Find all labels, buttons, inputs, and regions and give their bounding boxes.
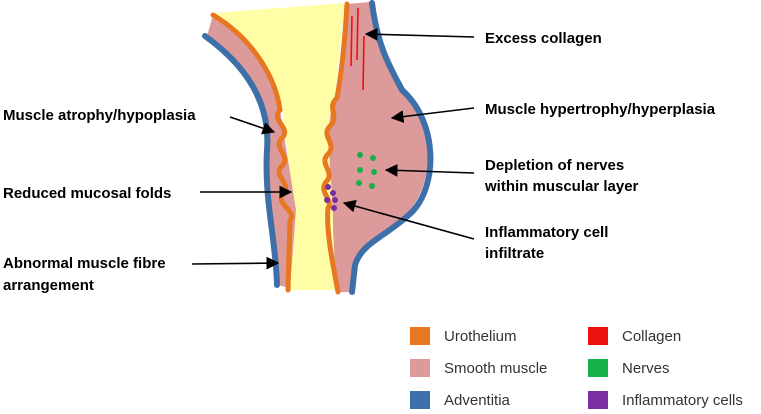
label-inflammatory-line2: infiltrate <box>485 245 544 262</box>
legend-swatch-collagen <box>588 327 608 345</box>
label-depletion-nerves-line1: Depletion of nerves <box>485 157 624 174</box>
legend-label-adventitia: Adventitia <box>444 392 511 409</box>
label-excess-collagen: Excess collagen <box>485 30 602 47</box>
right-wall-adventitia <box>349 0 434 295</box>
collagen-fibres <box>350 7 365 91</box>
legend-label-smooth-muscle: Smooth muscle <box>444 360 547 377</box>
legend-label-urothelium: Urothelium <box>444 328 517 345</box>
lumen-region <box>213 3 345 290</box>
right-wall-smooth-muscle <box>328 2 428 292</box>
label-muscle-hypertrophy: Muscle hypertrophy/hyperplasia <box>485 101 716 118</box>
legend-swatch-nerves <box>588 359 608 377</box>
label-depletion-nerves-line2: within muscular layer <box>484 178 639 195</box>
arrow-depletion-nerves <box>384 163 475 177</box>
label-muscle-atrophy: Muscle atrophy/hypoplasia <box>3 107 196 124</box>
label-abnormal-fibre-line1: Abnormal muscle fibre <box>3 255 166 272</box>
legend-label-nerves: Nerves <box>622 360 670 377</box>
arrow-inflammatory-cells <box>342 199 475 240</box>
legend-label-collagen: Collagen <box>622 328 681 345</box>
label-abnormal-fibre-line2: arrangement <box>3 277 94 294</box>
arrow-muscle-atrophy <box>229 116 276 135</box>
nerve-dots <box>356 152 377 189</box>
legend-swatch-adventitia <box>410 391 430 409</box>
label-reduced-folds: Reduced mucosal folds <box>3 185 171 202</box>
left-wall-adventitia <box>202 33 280 288</box>
arrow-abnormal-fibre <box>191 256 280 270</box>
right-wall-urothelium <box>321 1 350 295</box>
inflammatory-cell-dots <box>324 184 338 211</box>
arrow-muscle-hypertrophy <box>390 107 475 123</box>
legend: Urothelium Smooth muscle Adventitia Coll… <box>410 327 743 409</box>
legend-swatch-inflammatory-cells <box>588 391 608 409</box>
label-inflammatory-line1: Inflammatory cell <box>485 224 608 241</box>
legend-swatch-urothelium <box>410 327 430 345</box>
legend-label-inflammatory-cells: Inflammatory cells <box>622 392 743 409</box>
legend-swatch-smooth-muscle <box>410 359 430 377</box>
arrow-excess-collagen <box>364 27 475 41</box>
